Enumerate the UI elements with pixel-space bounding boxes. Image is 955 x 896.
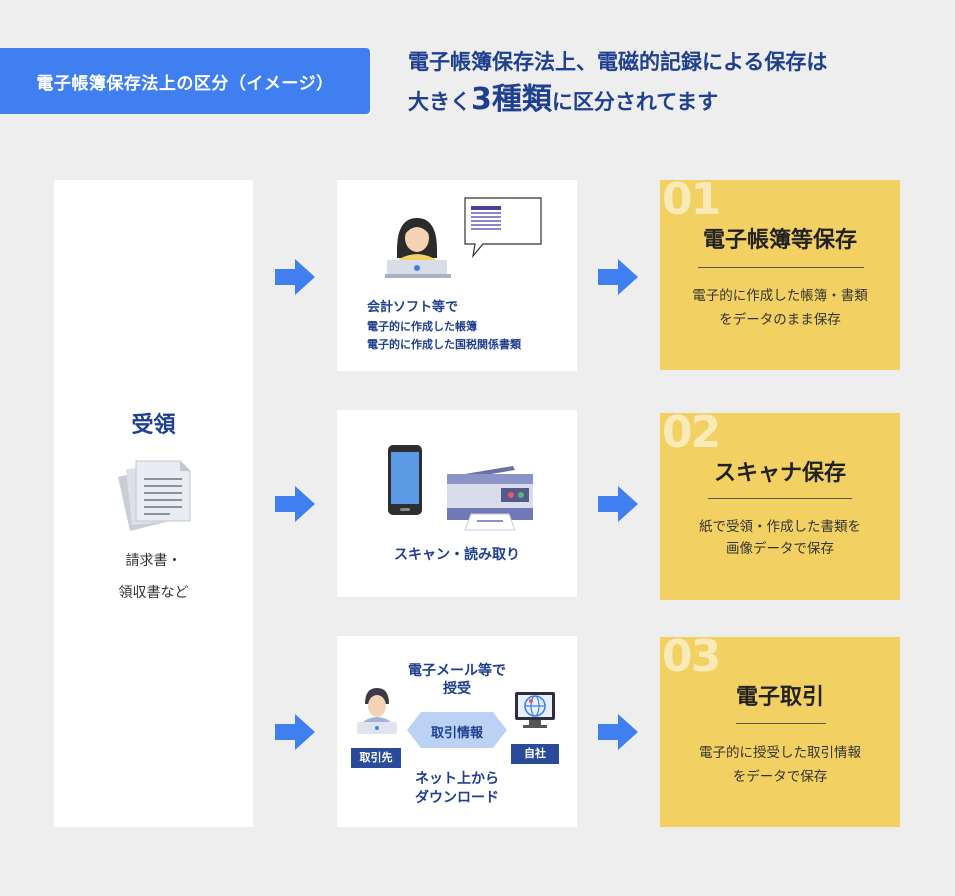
receive-title: 受領 <box>131 413 176 438</box>
result2-desc1: 紙で受領・作成した書類を <box>699 519 861 535</box>
method2-label: スキャン・読み取り <box>394 547 520 563</box>
arrow-right-icon <box>275 486 315 522</box>
method3-center: 取引情報 <box>430 726 483 741</box>
info-exchange-icon <box>407 712 507 748</box>
operator-laptop-icon <box>385 218 451 278</box>
headline-pre: 大きく <box>408 90 471 114</box>
headline-line1: 電子帳簿保存法上、電磁的記録による保存は <box>408 50 828 74</box>
arrow-right-icon <box>598 259 638 295</box>
result2-desc2: 画像データで保存 <box>726 541 834 557</box>
result3-desc1: 電子的に授受した取引情報 <box>699 745 861 761</box>
method1-line3: 電子的に作成した国税関係書類 <box>367 338 521 351</box>
headline-post: に区分されてます <box>551 90 719 114</box>
spreadsheet-balloon-icon <box>464 197 542 259</box>
result-card-03: 03 電子取引 電子的に授受した取引情報 をデータで保存 <box>660 631 900 827</box>
receive-panel: 受領 請求書・ 領収書など <box>54 180 253 827</box>
method-electronic-transaction: 電子メール等で 授受 取引先 取引情報 自社 ネット上から ダウンロード <box>337 636 577 827</box>
result2-number: 02 <box>662 407 721 458</box>
method1-label: 会計ソフト等で <box>367 300 459 315</box>
result1-desc1: 電子的に作成した帳簿・書類 <box>692 288 868 304</box>
method3-bottom1: ネット上から <box>415 771 499 787</box>
user-laptop-icon <box>357 688 397 734</box>
result1-desc2: をデータのまま保存 <box>719 312 841 328</box>
smartphone-icon <box>388 445 422 515</box>
result1-divider <box>698 267 864 268</box>
result2-title: スキャナ保存 <box>713 461 846 486</box>
result3-desc2: をデータで保存 <box>732 769 828 785</box>
own-company-tag: 自社 <box>511 744 559 764</box>
result-card-02: 02 スキャナ保存 紙で受領・作成した書類を 画像データで保存 <box>660 407 900 600</box>
headline-big: 3種類 <box>471 82 552 117</box>
result1-title: 電子帳簿等保存 <box>702 228 857 253</box>
arrow-right-icon <box>275 714 315 750</box>
result2-divider <box>708 498 852 499</box>
result-card-01: 01 電子帳簿等保存 電子的に作成した帳簿・書類 をデータのまま保存 <box>660 174 900 370</box>
receive-sub2: 領収書など <box>118 585 189 601</box>
result3-divider <box>736 723 826 724</box>
result3-title: 電子取引 <box>735 685 824 710</box>
globe-monitor-icon <box>515 692 555 728</box>
method3-top1: 電子メール等で <box>408 663 506 679</box>
headline-line2: 大きく3種類に区分されてます <box>408 81 948 121</box>
section-badge: 電子帳簿保存法上の区分（イメージ） <box>0 48 370 114</box>
arrow-right-icon <box>275 259 315 295</box>
method1-line2: 電子的に作成した帳簿 <box>367 320 477 333</box>
headline: 電子帳簿保存法上、電磁的記録による保存は 大きく3種類に区分されてます <box>408 44 948 121</box>
partner-tag: 取引先 <box>351 748 401 768</box>
result3-number: 03 <box>662 631 721 682</box>
arrow-right-icon <box>598 486 638 522</box>
method3-top2: 授受 <box>443 681 471 697</box>
arrow-right-icon <box>598 714 638 750</box>
result1-number: 01 <box>662 174 721 225</box>
document-stack-icon <box>114 455 194 539</box>
method3-bottom2: ダウンロード <box>415 790 499 806</box>
method-scan: スキャン・読み取り <box>337 410 577 597</box>
method-accounting-software: 会計ソフト等で 電子的に作成した帳簿 電子的に作成した国税関係書類 <box>337 180 577 371</box>
printer-scanner-icon <box>447 466 533 531</box>
receive-sub1: 請求書・ <box>125 553 182 569</box>
